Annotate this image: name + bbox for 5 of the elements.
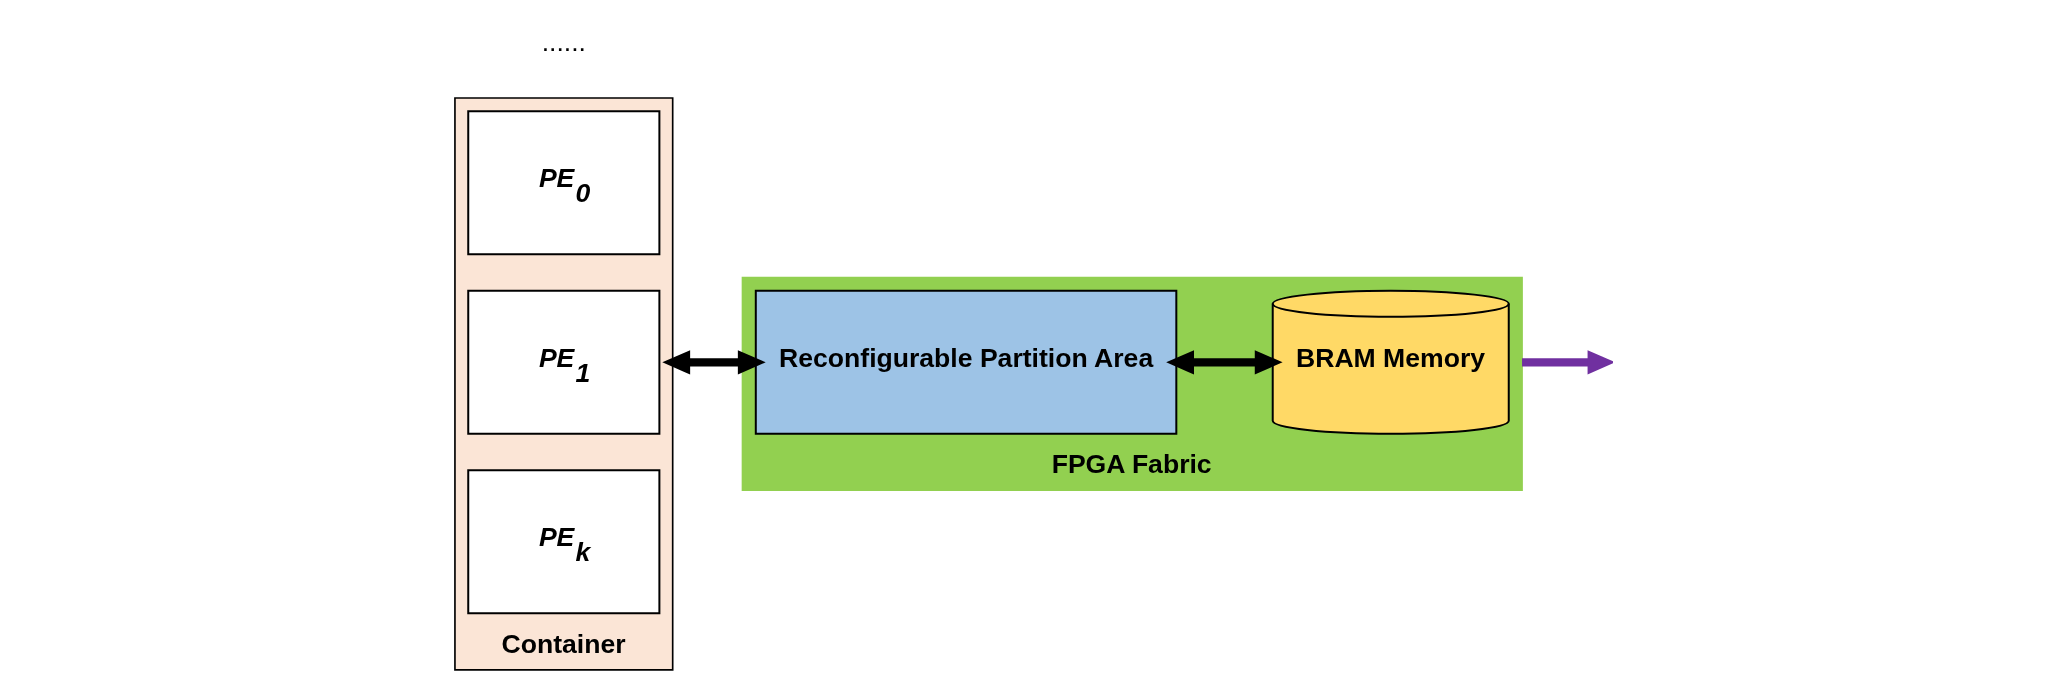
arrow: [1522, 350, 1613, 375]
arrow: [1166, 350, 1283, 375]
arrow: [662, 350, 766, 375]
label: ......: [541, 27, 586, 58]
node-box: Reconfigurable Partition Area: [754, 289, 1178, 435]
